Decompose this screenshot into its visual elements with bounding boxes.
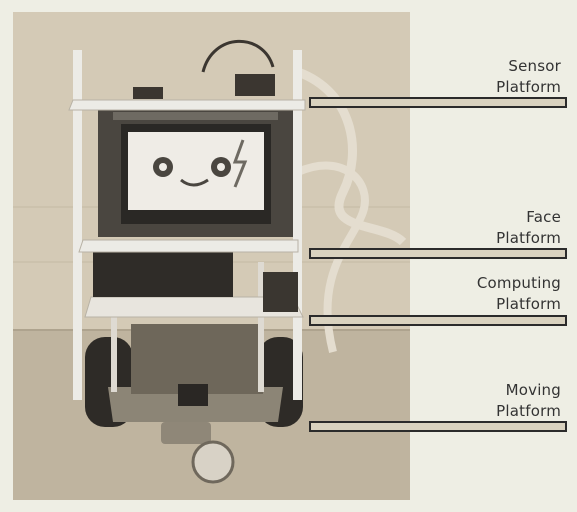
- bar-computing-platform: [309, 315, 567, 326]
- label-sensor-line1: Sensor: [508, 57, 561, 75]
- label-moving-line1: Moving: [505, 381, 561, 399]
- label-sensor-line2: Platform: [496, 78, 561, 96]
- bar-moving-platform: [309, 421, 567, 432]
- label-face-line1: Face: [526, 208, 561, 226]
- bar-sensor-platform: [309, 97, 567, 108]
- label-computing-line2: Platform: [496, 295, 561, 313]
- label-moving-line2: Platform: [496, 402, 561, 420]
- label-moving-platform: Moving Platform: [496, 380, 561, 422]
- caster-wheel: [191, 440, 235, 484]
- label-computing-platform: Computing Platform: [477, 273, 561, 315]
- label-computing-line1: Computing: [476, 274, 561, 292]
- label-face-platform: Face Platform: [496, 207, 561, 249]
- bar-face-platform: [309, 248, 567, 259]
- label-sensor-platform: Sensor Platform: [496, 56, 561, 98]
- label-face-line2: Platform: [496, 229, 561, 247]
